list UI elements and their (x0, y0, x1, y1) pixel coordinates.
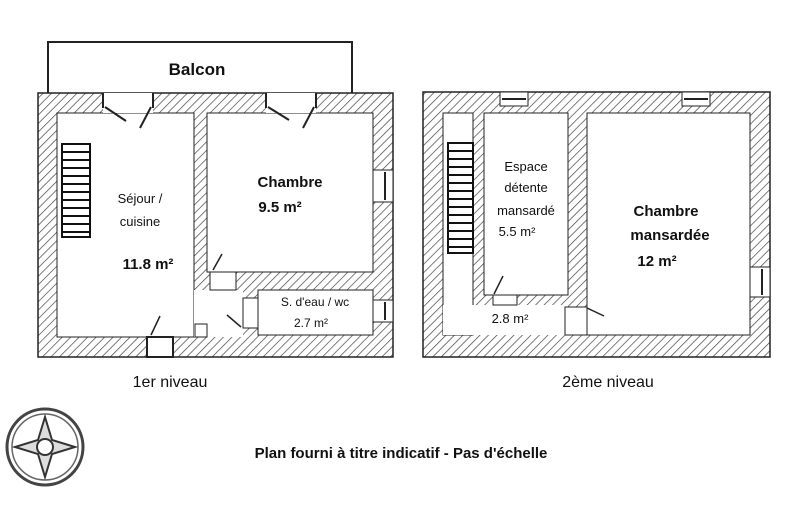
level2-caption: 2ème niveau (562, 374, 654, 391)
stairs-icon (447, 142, 474, 254)
room-area: 2.7 m² (294, 316, 328, 330)
balcony-label: Balcon (169, 60, 226, 79)
compass-icon (5, 407, 85, 487)
level1-caption: 1er niveau (133, 374, 208, 391)
room-area: 11.8 m² (123, 256, 174, 273)
stairs-icon (61, 143, 91, 238)
room-area: 9.5 m² (258, 199, 301, 216)
level2-plan: Espace détente mansardé 5.5 m² Chambre m… (422, 91, 771, 358)
room-area: 5.5 m² (499, 224, 537, 239)
room-name: S. d'eau / wc (281, 295, 349, 309)
room-name: Chambre (257, 174, 322, 191)
room-area: 2.8 m² (492, 311, 530, 326)
room-name: mansardé (497, 203, 555, 218)
level1-plan: Séjour / cuisine 11.8 m² Chambre 9.5 m² … (37, 92, 394, 358)
room-name: Séjour / (118, 191, 163, 206)
room-name: Espace (504, 159, 547, 174)
room-name: Chambre (633, 203, 698, 220)
room-name: mansardée (630, 227, 709, 244)
room-name: cuisine (120, 214, 160, 229)
room-name: détente (504, 180, 547, 195)
disclaimer-note: Plan fourni à titre indicatif - Pas d'éc… (255, 445, 548, 462)
balcony: Balcon (47, 41, 353, 95)
room-area: 12 m² (637, 253, 676, 270)
